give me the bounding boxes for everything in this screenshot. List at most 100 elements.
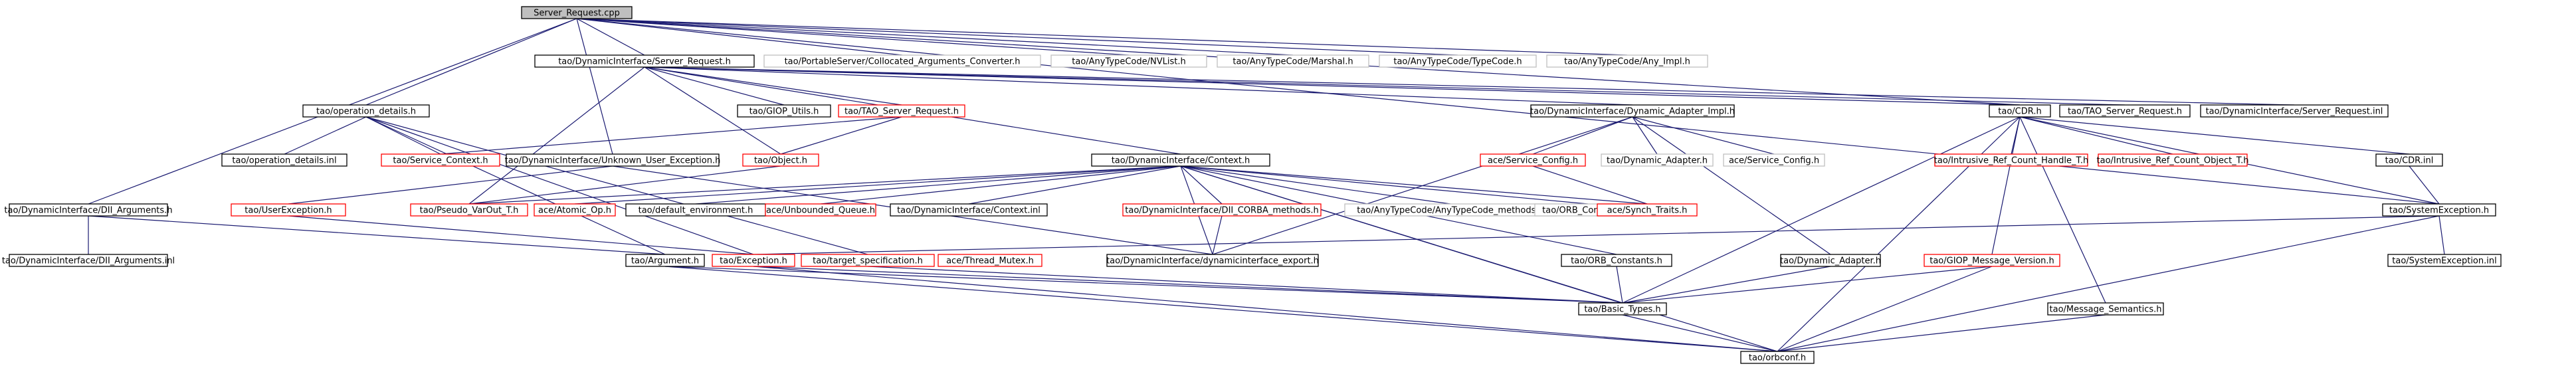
node-box	[1740, 351, 1815, 364]
node-target-specification-h[interactable]: tao/target_specification.h	[801, 254, 935, 267]
node-label: tao/Intrusive_Ref_Count_Handle_T.h	[1934, 156, 2088, 166]
node-label: tao/SystemException.inl	[2392, 256, 2496, 266]
edge-di_context_h-to-di_context_inl	[968, 165, 1181, 205]
node-ace-unbounded-queue-h[interactable]: ace/Unbounded_Queue.h	[765, 203, 876, 217]
node-anytype-typecode[interactable]: tao/AnyTypeCode/TypeCode.h	[1379, 54, 1537, 68]
edge-server_request_cpp-to-anytype_any_impl	[576, 18, 1628, 56]
node-default-environment-h[interactable]: tao/default_environment.h	[625, 203, 766, 217]
edge-argument_h-to-basic_types_h	[664, 266, 1623, 304]
node-cdr-h[interactable]: tao/CDR.h	[1989, 104, 2051, 118]
node-label: tao/AnyTypeCode/Any_Impl.h	[1564, 57, 1690, 67]
node-ace-service-config-gray[interactable]: ace/Service_Config.h	[1723, 153, 1825, 167]
node-box	[1480, 153, 1586, 167]
edge-layer	[88, 18, 2445, 352]
edge-di_server_request_h-to-pseudo_varout_h	[468, 66, 645, 205]
node-label: tao/DynamicInterface/Context.h	[1112, 156, 1250, 166]
node-system-exception-inl[interactable]: tao/SystemException.inl	[2387, 254, 2502, 267]
node-dii-arguments-h[interactable]: tao/DynamicInterface/DII_Arguments.h	[4, 203, 173, 217]
node-di-context-inl[interactable]: tao/DynamicInterface/Context.inl	[890, 203, 1048, 217]
node-di-export-h[interactable]: tao/DynamicInterface/dynamicinterface_ex…	[1106, 254, 1319, 267]
node-operation-details-h[interactable]: tao/operation_details.h	[302, 104, 430, 118]
node-label: tao/GIOP_Message_Version.h	[1930, 256, 2054, 266]
node-ace-synch-traits-h[interactable]: ace/Synch_Traits.h	[1597, 203, 1698, 217]
edge-server_request_cpp-to-di_server_request_h	[576, 18, 645, 56]
node-label: tao/TAO_Server_Request.h	[844, 107, 959, 117]
node-intrusive-ref-object[interactable]: tao/Intrusive_Ref_Count_Object_T.h	[2097, 153, 2249, 167]
edge-user_exception_h-to-exception_h	[288, 215, 754, 255]
edge-di_server_request_h-to-giop_utils_h	[644, 66, 785, 106]
node-box	[1530, 104, 1735, 118]
node-box	[742, 153, 819, 167]
node-di-context-h[interactable]: tao/DynamicInterface/Context.h	[1091, 153, 1270, 167]
node-pseudo-varout-h[interactable]: tao/Pseudo_VarOut_T.h	[410, 203, 528, 217]
edge-di_server_request_h-to-object_h	[644, 66, 781, 155]
node-ace-thread-mutex-h[interactable]: ace/Thread_Mutex.h	[938, 254, 1042, 267]
edge-di_context_h-to-anytype_methods_h	[1180, 165, 1451, 205]
node-di-server-request-h[interactable]: tao/DynamicInterface/Server_Request.h	[534, 54, 755, 68]
edge-cdr_h-to-intrusive_ref_object	[2019, 116, 2173, 155]
node-anytype-any-impl[interactable]: tao/AnyTypeCode/Any_Impl.h	[1546, 54, 1708, 68]
node-box	[521, 6, 633, 19]
node-label: tao/CDR.inl	[2385, 156, 2434, 166]
node-ace-service-config-red[interactable]: ace/Service_Config.h	[1480, 153, 1586, 167]
node-box	[1780, 254, 1881, 267]
edge-dii_arguments_h-to-argument_h	[88, 215, 666, 255]
node-object-h[interactable]: tao/Object.h	[742, 153, 819, 167]
node-label: ace/Unbounded_Queue.h	[766, 206, 875, 216]
node-giop-message-version-h[interactable]: tao/GIOP_Message_Version.h	[1924, 254, 2060, 267]
node-exception-h[interactable]: tao/Exception.h	[712, 254, 795, 267]
node-box	[1091, 153, 1270, 167]
node-argument-h[interactable]: tao/Argument.h	[625, 254, 705, 267]
node-box	[1050, 54, 1207, 68]
edge-di_context_h-to-orb_constants_h_gray	[1180, 165, 1589, 205]
node-label: tao/operation_details.h	[316, 107, 416, 117]
node-label: tao/AnyTypeCode/NVList.h	[1072, 57, 1185, 67]
node-dynamic-adapter-h[interactable]: tao/Dynamic_Adapter.h	[1780, 254, 1881, 267]
edge-di_server_request_h-to-di_server_request_inl	[644, 66, 2295, 106]
node-dynamic-adapter-impl-h[interactable]: tao/DynamicInterface/Dynamic_Adapter_Imp…	[1530, 104, 1735, 118]
edge-di_server_request_h-to-dynamic_adapter_impl_h	[644, 66, 1633, 106]
edge-target_specification_h-to-basic_types_h	[867, 266, 1623, 304]
edge-di_context_h-to-ace_unbounded_queue_h	[820, 165, 1181, 205]
node-label: tao/Message_Semantics.h	[2050, 305, 2162, 315]
node-intrusive-ref-handle[interactable]: tao/Intrusive_Ref_Count_Handle_T.h	[1934, 153, 2088, 167]
node-service-context-h[interactable]: tao/Service_Context.h	[381, 153, 500, 167]
node-anytype-nvlist[interactable]: tao/AnyTypeCode/NVList.h	[1050, 54, 1207, 68]
node-message-semantics-h[interactable]: tao/Message_Semantics.h	[2047, 302, 2164, 316]
node-dynamic-adapter-h-top[interactable]: tao/Dynamic_Adapter.h	[1601, 153, 1714, 167]
node-operation-details-inl[interactable]: tao/operation_details.inl	[221, 153, 347, 167]
node-box	[2200, 104, 2389, 118]
node-ace-atomic-op-h[interactable]: ace/Atomic_Op.h	[534, 203, 616, 217]
node-tao-server-request-h-red[interactable]: tao/TAO_Server_Request.h	[838, 104, 965, 118]
node-dii-arguments-inl[interactable]: tao/DynamicInterface/DII_Arguments.inl	[2, 254, 175, 267]
edge-server_request_cpp-to-anytype_nvlist	[576, 18, 1130, 56]
node-orbconf-h[interactable]: tao/orbconf.h	[1740, 351, 1815, 364]
node-label: tao/DynamicInterface/Context.inl	[897, 206, 1040, 216]
node-label: Server_Request.cpp	[534, 9, 620, 19]
node-anytype-marshal[interactable]: tao/AnyTypeCode/Marshal.h	[1217, 54, 1369, 68]
edge-di_server_request_h-to-tao_server_request_h	[644, 66, 2126, 106]
node-server-request-cpp[interactable]: Server_Request.cpp	[521, 6, 633, 19]
node-tao-server-request-h[interactable]: tao/TAO_Server_Request.h	[2059, 104, 2191, 118]
node-label: tao/DynamicInterface/DII_CORBA_methods.h	[1125, 206, 1319, 216]
node-giop-utils-h[interactable]: tao/GIOP_Utils.h	[737, 104, 831, 118]
node-dii-corba-methods-h[interactable]: tao/DynamicInterface/DII_CORBA_methods.h	[1122, 203, 1322, 217]
node-box	[221, 153, 347, 167]
edge-tao_server_request_h_red-to-service_context_h	[440, 116, 902, 155]
edge-message_semantics_h-to-orbconf_h	[1777, 314, 2106, 352]
node-label: tao/Intrusive_Ref_Count_Object_T.h	[2097, 156, 2249, 166]
node-portable-collocated[interactable]: tao/PortableServer/Collocated_Arguments_…	[763, 54, 1041, 68]
node-system-exception-h[interactable]: tao/SystemException.h	[2382, 203, 2496, 217]
node-label: tao/DynamicInterface/Unknown_User_Except…	[505, 156, 721, 166]
node-unknown-user-exception-h[interactable]: tao/DynamicInterface/Unknown_User_Except…	[505, 153, 721, 167]
node-label: tao/AnyTypeCode/AnyTypeCode_methods.h	[1357, 206, 1544, 216]
edge-di_context_h-to-default_environment_h	[695, 165, 1181, 205]
edge-orb_constants_h-to-basic_types_h	[1616, 266, 1623, 304]
node-basic-types-h[interactable]: tao/Basic_Types.h	[1578, 302, 1667, 316]
node-orb-constants-h[interactable]: tao/ORB_Constants.h	[1561, 254, 1672, 267]
node-anytype-methods-h[interactable]: tao/AnyTypeCode/AnyTypeCode_methods.h	[1344, 203, 1557, 217]
node-di-server-request-inl[interactable]: tao/DynamicInterface/Server_Request.inl	[2200, 104, 2389, 118]
node-user-exception-h[interactable]: tao/UserException.h	[231, 203, 346, 217]
node-box	[737, 104, 831, 118]
node-cdr-inl[interactable]: tao/CDR.inl	[2375, 153, 2443, 167]
